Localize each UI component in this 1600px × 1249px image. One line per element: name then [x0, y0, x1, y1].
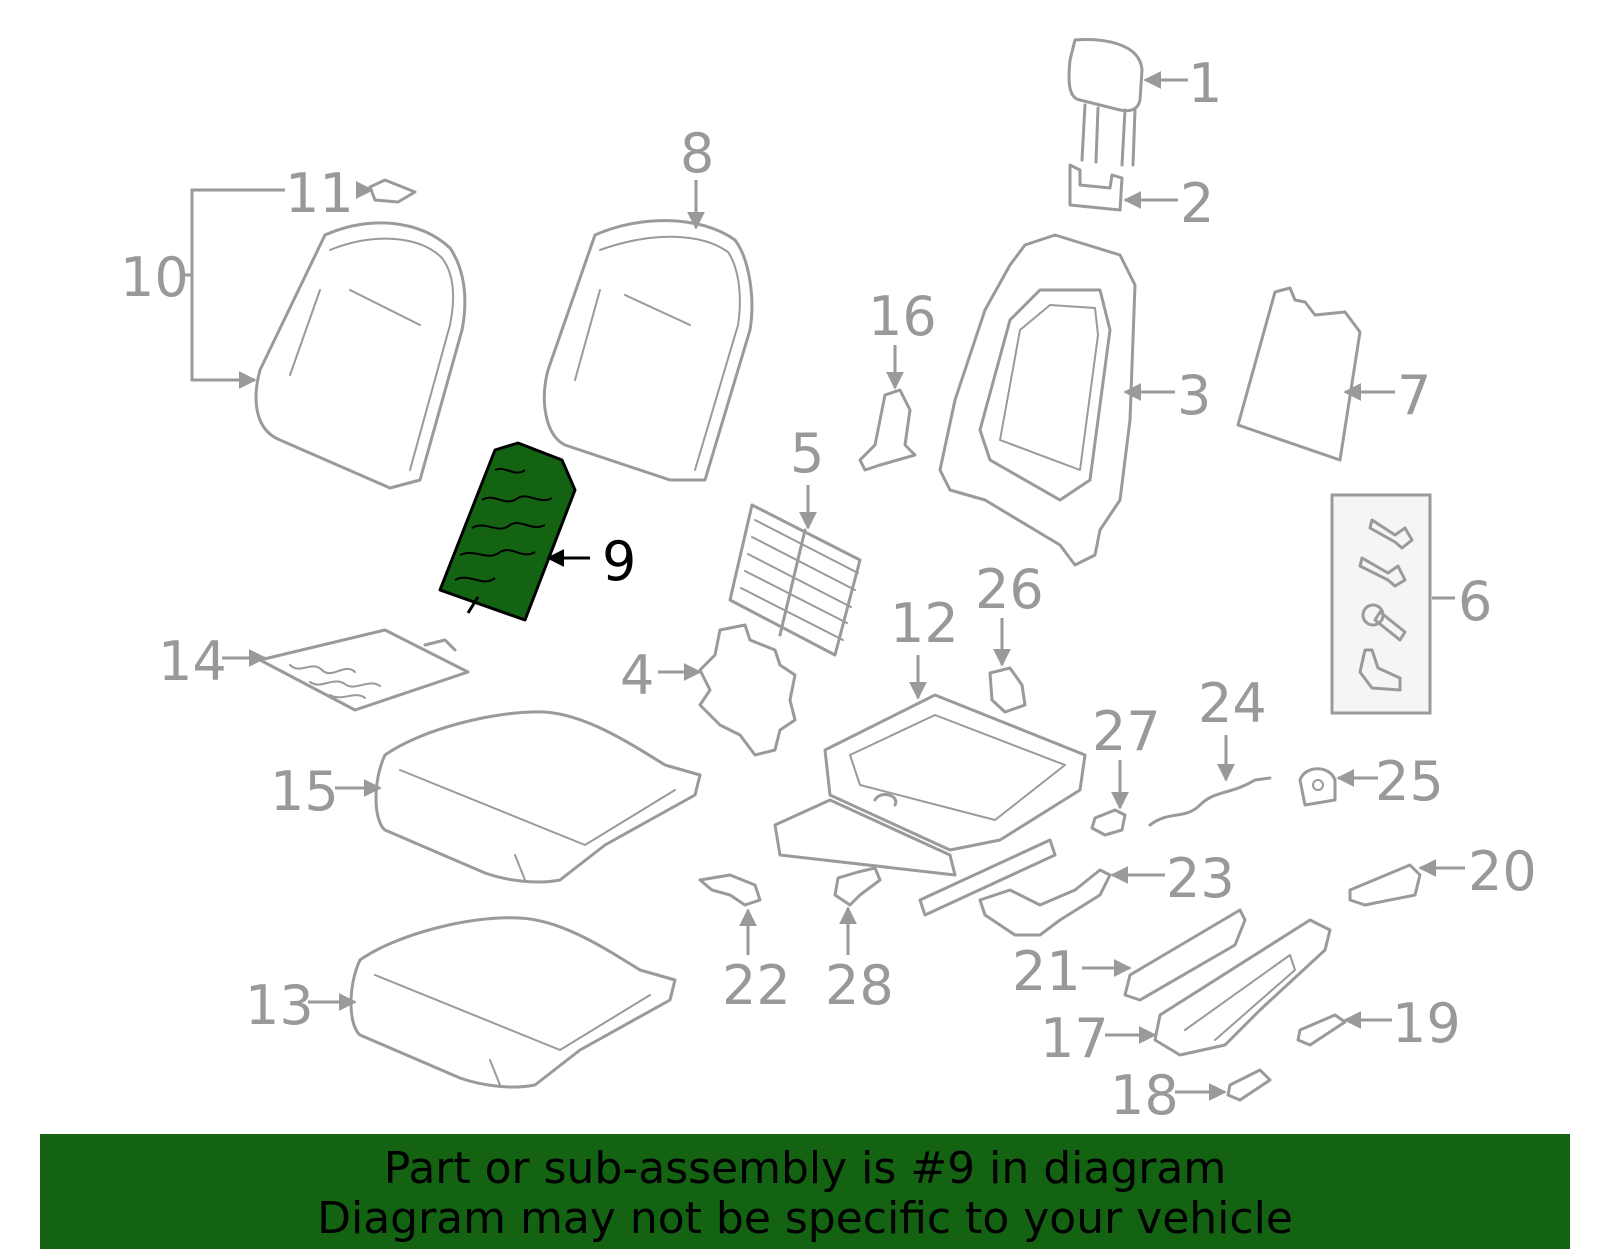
- callout-6: 6: [1458, 570, 1492, 633]
- callout-1: 1: [1188, 52, 1222, 115]
- part-15-seat-cover[interactable]: [374, 710, 702, 884]
- callout-5: 5: [790, 422, 824, 485]
- callout-labels: 1 2 3 4 5 6 7 8 9 10 11 12 13 14 15 16 1…: [120, 52, 1537, 1127]
- callout-20: 20: [1468, 840, 1537, 903]
- part-21-side-trim[interactable]: [1123, 908, 1247, 1002]
- callout-9: 9: [602, 530, 636, 593]
- callout-23: 23: [1166, 847, 1235, 910]
- callout-27: 27: [1092, 700, 1161, 763]
- part-23-cover-plate[interactable]: [978, 868, 1112, 937]
- callout-28: 28: [825, 954, 894, 1017]
- callout-25: 25: [1375, 750, 1444, 813]
- callout-12: 12: [890, 592, 959, 655]
- callout-26: 26: [975, 558, 1044, 621]
- callout-16: 16: [868, 285, 937, 348]
- banner-line-1: Part or sub-assembly is #9 in diagram: [383, 1143, 1227, 1194]
- part-27-clip[interactable]: [1090, 808, 1127, 837]
- callout-24: 24: [1198, 672, 1267, 735]
- part-12-seat-frame[interactable]: [773, 693, 1087, 917]
- callout-19: 19: [1392, 992, 1461, 1055]
- part-28-bracket[interactable]: [833, 866, 882, 907]
- part-5-spring-mat[interactable]: [728, 503, 862, 657]
- part-9-back-pad[interactable]: [438, 441, 577, 622]
- info-banner: Part or sub-assembly is #9 in diagram Di…: [40, 1134, 1570, 1249]
- callout-14: 14: [158, 630, 227, 693]
- part-24-cable[interactable]: [1148, 776, 1272, 827]
- callout-18: 18: [1110, 1064, 1179, 1127]
- callout-7: 7: [1397, 364, 1431, 427]
- callout-3: 3: [1177, 364, 1211, 427]
- part-20-handle[interactable]: [1348, 863, 1422, 907]
- part-7-back-panel[interactable]: [1236, 286, 1362, 462]
- part-11-clip[interactable]: [368, 178, 417, 204]
- callout-17: 17: [1040, 1007, 1109, 1070]
- callout-4: 4: [620, 644, 654, 707]
- part-19-knob[interactable]: [1296, 1013, 1347, 1047]
- part-10-back-cover-assy[interactable]: [254, 221, 467, 490]
- part-17-side-shield[interactable]: [1153, 918, 1332, 1057]
- part-18-cap[interactable]: [1226, 1068, 1272, 1102]
- callout-8: 8: [680, 122, 714, 185]
- part-6-fastener-kit[interactable]: [1330, 493, 1432, 715]
- callout-2: 2: [1180, 172, 1214, 235]
- part-8-back-cover[interactable]: [542, 219, 754, 482]
- banner-line-2: Diagram may not be specific to your vehi…: [317, 1193, 1293, 1244]
- part-26-clip[interactable]: [988, 666, 1027, 714]
- callout-22: 22: [722, 954, 791, 1017]
- part-25-pulley[interactable]: [1298, 767, 1337, 807]
- callout-21: 21: [1012, 940, 1081, 1003]
- part-22-bracket[interactable]: [698, 873, 762, 907]
- part-1-headrest[interactable]: [1067, 38, 1144, 167]
- part-14-heater[interactable]: [258, 628, 470, 712]
- part-16-bracket[interactable]: [858, 388, 917, 472]
- callout-11: 11: [285, 162, 354, 225]
- part-2-guide[interactable]: [1068, 163, 1124, 212]
- callout-15: 15: [270, 760, 339, 823]
- leader-lines: [185, 71, 1465, 1101]
- part-13-cushion-pad[interactable]: [349, 916, 677, 1089]
- part-4-bracket[interactable]: [698, 623, 797, 757]
- callout-13: 13: [245, 974, 314, 1037]
- callout-10: 10: [120, 246, 189, 309]
- part-3-back-frame[interactable]: [938, 233, 1137, 567]
